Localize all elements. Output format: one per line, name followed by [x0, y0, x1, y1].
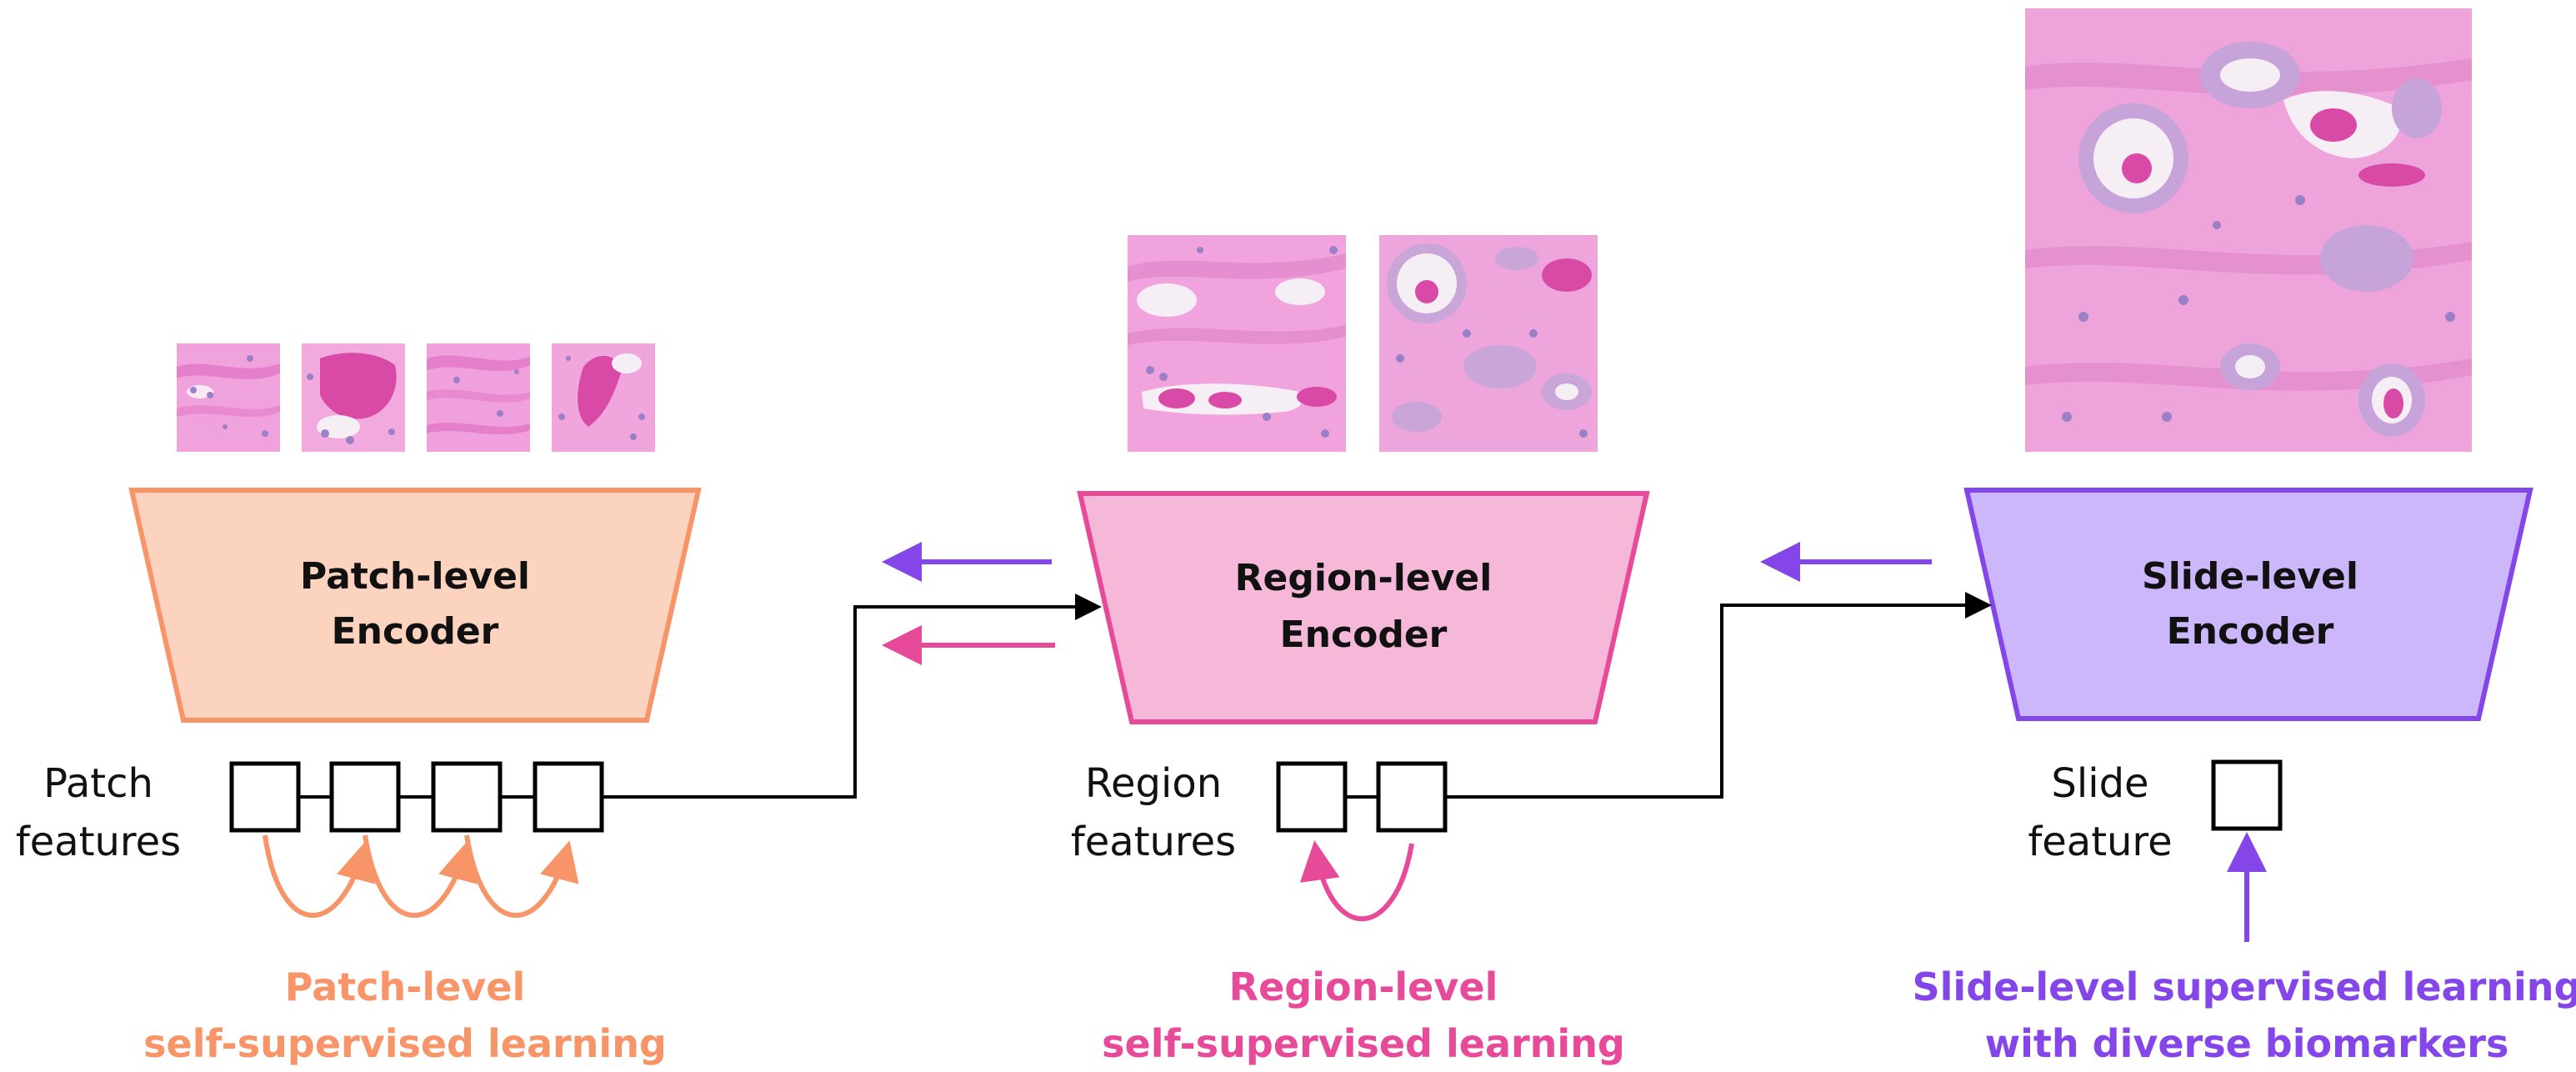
- slide-learning-label-line2: with diverse biomarkers: [1985, 1021, 2509, 1066]
- patch-ssl-arc: [464, 834, 579, 918]
- patch-tile-3: [427, 343, 530, 452]
- patch-feature-box: [229, 761, 301, 833]
- patch-encoder-label-line1: Patch-level: [300, 555, 530, 598]
- slide-tile: [2025, 8, 2472, 452]
- region-level-encoder: Region-level Encoder: [1077, 491, 1650, 724]
- region-encoder-label-line2: Encoder: [1280, 614, 1448, 656]
- patch-tiles: [177, 343, 655, 452]
- region-learning-label-line2: self-supervised learning: [1102, 1021, 1625, 1066]
- slide-encoder-label-line1: Slide-level: [2142, 555, 2358, 598]
- region-features-label-line1: Region: [1085, 760, 1222, 807]
- region-feature-box: [1276, 761, 1348, 833]
- slide-feature-vector: [2211, 759, 2283, 831]
- patch-learning-label-line2: self-supervised learning: [143, 1021, 667, 1066]
- slide-feature-box: [2211, 759, 2283, 831]
- patch-encoder-trapezoid: [128, 488, 702, 723]
- patch-feature-vectors: [229, 761, 604, 833]
- patch-ssl-arc: [263, 834, 376, 918]
- patch-feature-box: [431, 761, 503, 833]
- feature-labels: Patch features Region features Slide fea…: [16, 760, 2173, 865]
- patch-level-encoder: Patch-level Encoder: [128, 488, 702, 723]
- patch-learning-label-line1: Patch-level: [285, 964, 526, 1009]
- region-ssl-arc: [1299, 840, 1414, 922]
- patch-feature-box: [533, 761, 604, 833]
- patch-to-region-arrow: [602, 594, 1102, 799]
- region-tile-1: [1128, 235, 1346, 452]
- region-encoder-label-line1: Region-level: [1235, 557, 1493, 599]
- slide-feature-label-line1: Slide: [2051, 760, 2148, 807]
- region-ssl-arrows: [1299, 840, 1414, 922]
- slide-level-encoder: Slide-level Encoder: [1963, 488, 2533, 721]
- region-feature-box: [1376, 761, 1448, 833]
- slide-encoder-trapezoid: [1963, 488, 2533, 721]
- learning-labels: Patch-level self-supervised learning Reg…: [143, 964, 2576, 1066]
- patch-tile-2: [302, 343, 405, 452]
- patch-ssl-arc: [363, 834, 478, 918]
- patch-tile-4: [552, 343, 655, 452]
- patch-features-label-line2: features: [16, 819, 181, 865]
- patch-features-label-line1: Patch: [43, 760, 153, 807]
- region-features-label-line2: features: [1071, 819, 1236, 865]
- region-feature-vectors: [1276, 761, 1448, 833]
- region-to-slide-arrow: [1445, 592, 1992, 799]
- region-tile-2: [1379, 235, 1598, 452]
- slide-feature-label-line2: feature: [2028, 819, 2172, 865]
- patch-tile-1: [177, 343, 280, 452]
- region-encoder-trapezoid: [1077, 491, 1650, 724]
- patch-encoder-label-line2: Encoder: [332, 610, 499, 653]
- patch-ssl-arrows: [263, 834, 579, 918]
- region-tiles: [1128, 235, 1598, 452]
- slide-learning-label-line1: Slide-level supervised learning: [1913, 964, 2576, 1009]
- patch-feature-box: [329, 761, 401, 833]
- region-learning-label-line1: Region-level: [1229, 964, 1498, 1009]
- slide-encoder-label-line2: Encoder: [2167, 610, 2334, 653]
